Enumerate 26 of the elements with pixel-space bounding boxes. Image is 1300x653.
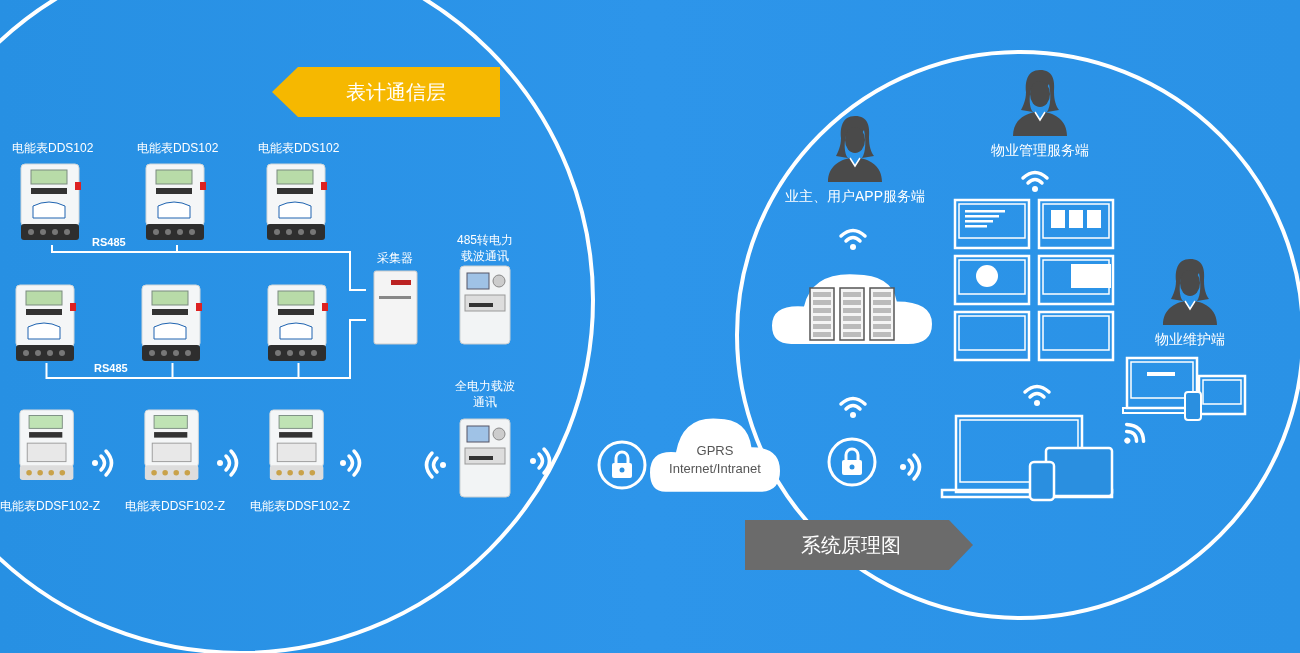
- device-label: 采集器: [376, 250, 414, 266]
- meter-label: 电能表DDSF102-Z: [0, 498, 100, 514]
- meter-label: 电能表DDS102: [137, 140, 217, 156]
- dashboard-screens-drawing: [953, 198, 1115, 360]
- device-label: 全电力载波通讯: [454, 378, 516, 410]
- padlock-icon: [827, 437, 877, 487]
- role-label: 物业维护端: [1154, 331, 1226, 347]
- role-label: 业主、用户APP服务端: [784, 188, 926, 204]
- meter-label: 电能表DDSF102-Z: [125, 498, 225, 514]
- connector-line: [176, 244, 367, 291]
- boundary-circle: [0, 0, 595, 653]
- electric-meter-drawing: [266, 283, 331, 363]
- padlock-icon: [597, 440, 647, 490]
- meter-label: 电能表DDSF102-Z: [250, 498, 350, 514]
- electric-meter-drawing: [140, 283, 205, 363]
- banner-title: 表计通信层: [345, 80, 447, 104]
- cloud-label: GPRS Internet/Intranet: [668, 442, 762, 478]
- electric-meter-drawing: [14, 283, 79, 363]
- edge-label: RS485: [92, 236, 126, 248]
- meter-label: 电能表DDS102: [12, 140, 92, 156]
- device-label: 485转电力载波通讯: [456, 232, 514, 264]
- role-label: 物业管理服务端: [990, 142, 1090, 158]
- edge-label: RS485: [94, 362, 128, 374]
- banner-title: 系统原理图: [800, 533, 902, 557]
- connector-line: [297, 319, 367, 379]
- meter-label: 电能表DDS102: [258, 140, 338, 156]
